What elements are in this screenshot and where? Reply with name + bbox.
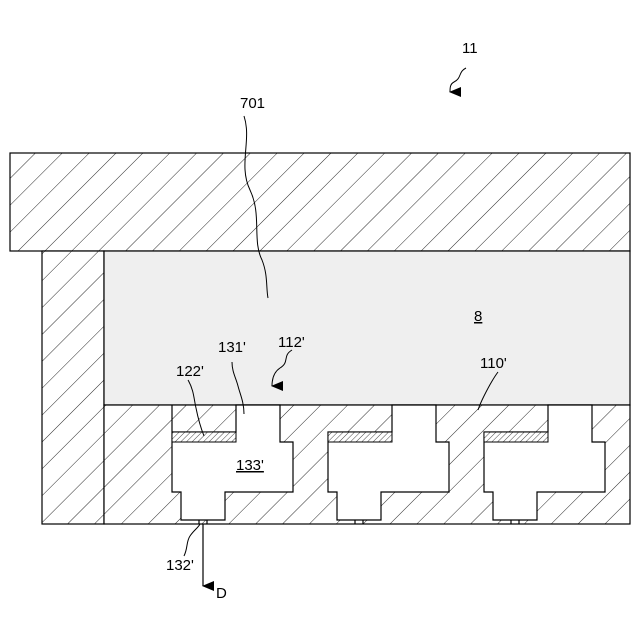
label-opening: 112' (278, 334, 305, 351)
ledge-3 (484, 432, 548, 442)
leader-11 (450, 68, 466, 92)
label-material: 8 (474, 308, 482, 325)
label-ledge: 122' (176, 363, 204, 380)
ledge-2 (328, 432, 392, 442)
left-wall (42, 251, 104, 524)
material-layer (104, 251, 630, 405)
label-interface: 701 (240, 95, 265, 112)
label-cavity: 133' (236, 457, 264, 474)
label-vent: 132' (166, 557, 194, 574)
top-plate (10, 153, 630, 251)
leader-132 (184, 524, 200, 556)
label-assembly: 11 (462, 40, 478, 57)
label-direction: D (216, 585, 227, 602)
label-cavity-edge: 131' (218, 339, 246, 356)
ledge-1 (172, 432, 236, 442)
label-bottom-layer: 110' (480, 355, 507, 372)
